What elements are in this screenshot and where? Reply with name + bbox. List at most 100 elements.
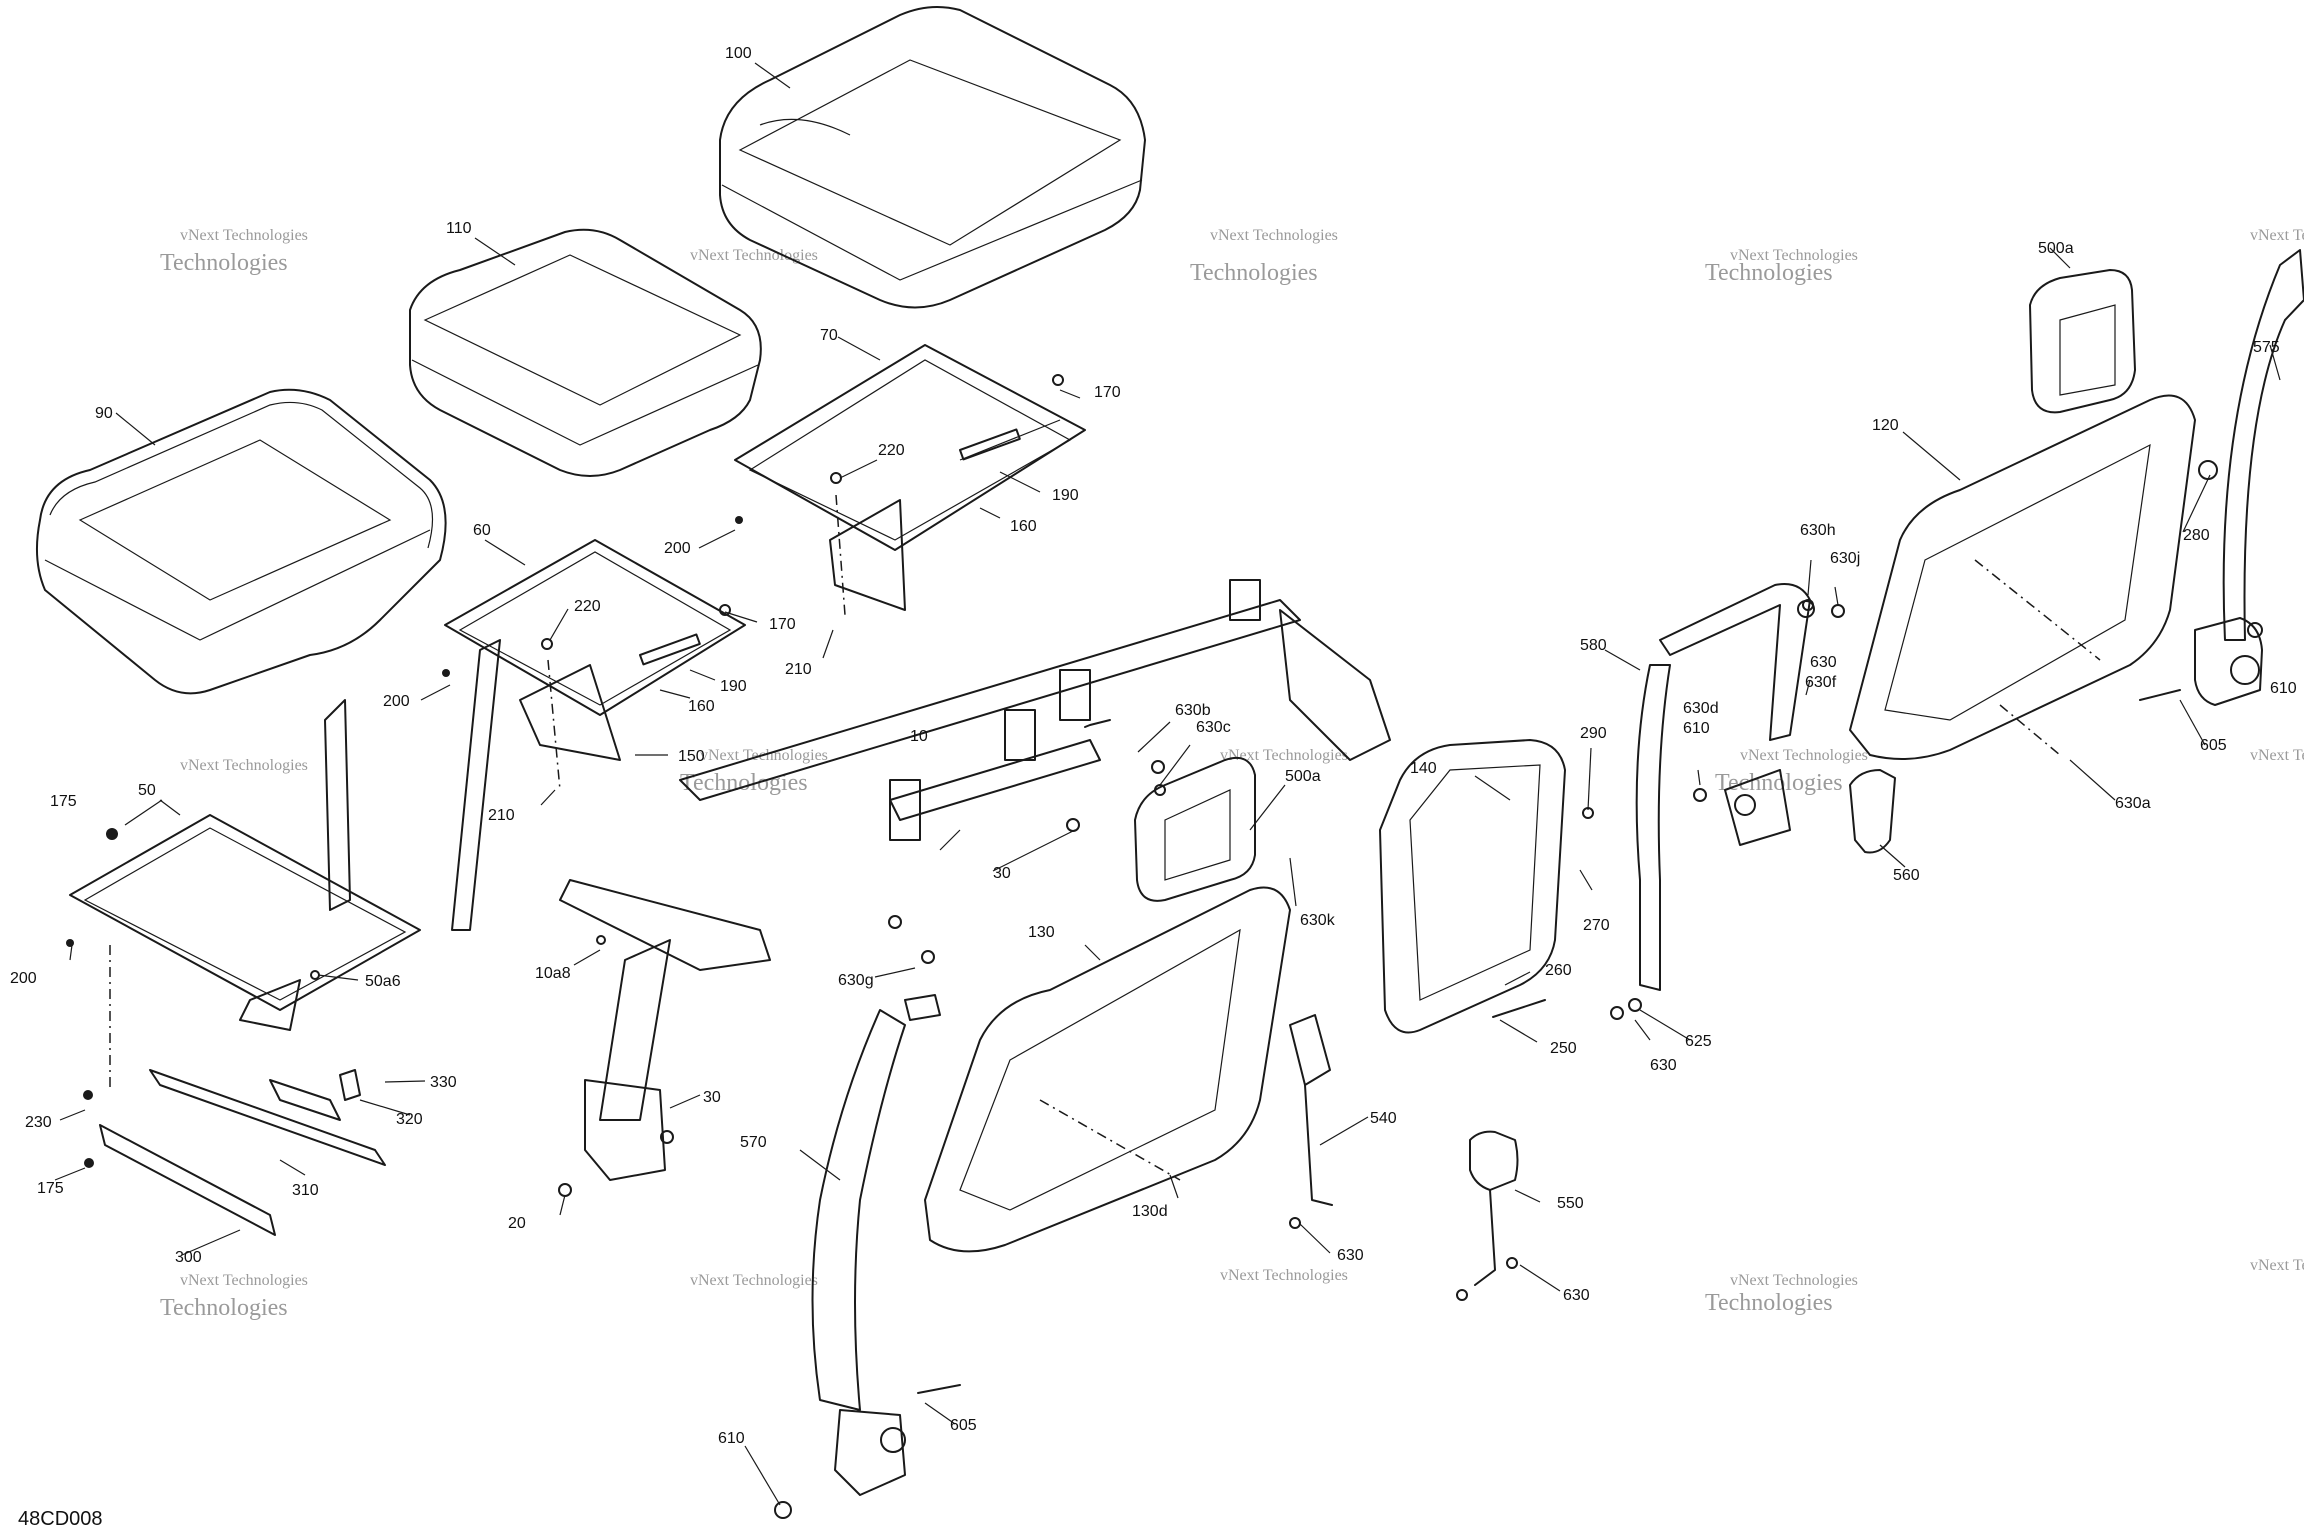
callout-labels: 100 110 90 70 170 220 190 160 200 210 60…: [10, 45, 2297, 1447]
callout-580: 580: [1580, 637, 1607, 654]
callout-175: 175: [50, 793, 77, 810]
watermark-text: Technologies: [1190, 260, 1318, 286]
callout-190: 190: [720, 678, 747, 695]
watermark-text: vNext Technologies: [180, 757, 308, 774]
callout-130d: 130d: [1132, 1203, 1168, 1220]
headrest-500a-left: [1134, 756, 1256, 902]
callout-610: 610: [718, 1430, 745, 1447]
callout-230: 230: [25, 1114, 52, 1131]
callout-630: 630: [1563, 1287, 1590, 1304]
seatbelt-580: [1635, 583, 1811, 991]
callout-605: 605: [2200, 737, 2227, 754]
callout-200: 200: [383, 693, 410, 710]
callout-625: 625: [1685, 1033, 1712, 1050]
callout-570: 570: [740, 1134, 767, 1151]
leader-lines: [54, 62, 2281, 1506]
watermark-text: Technologies: [160, 250, 288, 276]
callout-200: 200: [664, 540, 691, 557]
callout-300: 300: [175, 1249, 202, 1266]
watermark-text: vNext Technologies: [180, 227, 308, 244]
callout-175: 175: [37, 1180, 64, 1197]
callout-90: 90: [95, 405, 113, 422]
watermark-text: vNext Technologies: [1730, 247, 1858, 264]
buckle-550: [1469, 1130, 1519, 1286]
callout-320: 320: [396, 1111, 423, 1128]
callout-270: 270: [1583, 917, 1610, 934]
callout-190: 190: [1052, 487, 1079, 504]
seat-cushion-100: [719, 5, 1146, 309]
callout-630g: 630g: [838, 972, 874, 989]
backrest-cover-130: [924, 886, 1291, 1253]
seat-frame-50: [69, 639, 501, 1031]
callout-210: 210: [785, 661, 812, 678]
seat-cushion-110: [409, 228, 762, 477]
drawing-code-label: 48CD008: [18, 1508, 103, 1530]
watermark-text: vNext Technologies: [2250, 1257, 2304, 1274]
callout-630h: 630h: [1800, 522, 1836, 539]
callout-630: 630: [1810, 654, 1837, 671]
callout-220: 220: [878, 442, 905, 459]
seatbelt-570: [811, 994, 941, 1496]
callout-610: 610: [2270, 680, 2297, 697]
callout-250: 250: [1550, 1040, 1577, 1057]
callout-160: 160: [688, 698, 715, 715]
callout-290: 290: [1580, 725, 1607, 742]
callout-10a8: 10a8: [535, 965, 571, 982]
callout-140: 140: [1410, 760, 1437, 777]
callout-630b: 630b: [1175, 702, 1211, 719]
callout-170: 170: [769, 616, 796, 633]
watermark-text: vNext Technologies: [1210, 227, 1338, 244]
callout-550: 550: [1557, 1195, 1584, 1212]
watermark-group: vNext Technologies Technologies vNext Te…: [160, 227, 2304, 1321]
callout-200: 200: [10, 970, 37, 987]
callout-500a: 500a: [2038, 240, 2074, 257]
retractor-560: [1849, 769, 1896, 854]
callout-10: 10: [910, 728, 928, 745]
callout-610: 610: [1683, 720, 1710, 737]
seatback-140: [1379, 739, 1566, 1034]
callout-150: 150: [678, 748, 705, 765]
callout-630: 630: [1650, 1057, 1677, 1074]
main-frame-10: [559, 579, 1391, 1181]
assembly-axis: [1039, 1099, 1181, 1181]
watermark-text: vNext Technologies: [2250, 227, 2304, 244]
callout-330: 330: [430, 1074, 457, 1091]
headrest-500a-right: [2029, 269, 2136, 414]
callout-500a: 500a: [1285, 768, 1321, 785]
callout-560: 560: [1893, 867, 1920, 884]
watermark-text: vNext Technologies: [180, 1272, 308, 1289]
callout-575: 575: [2253, 339, 2280, 356]
watermark-text: Technologies: [160, 1295, 288, 1321]
callout-630d: 630d: [1683, 700, 1719, 717]
callout-160: 160: [1010, 518, 1037, 535]
callout-630j: 630j: [1830, 550, 1860, 567]
callout-280: 280: [2183, 527, 2210, 544]
watermark-text: Technologies: [1705, 1290, 1833, 1316]
callout-210: 210: [488, 807, 515, 824]
callout-50: 50: [138, 782, 156, 799]
seat-cushion-90: [36, 388, 447, 695]
seat-frame-60: [444, 539, 746, 761]
callout-30: 30: [993, 865, 1011, 882]
callout-630c: 630c: [1196, 719, 1231, 736]
callout-120: 120: [1872, 417, 1899, 434]
watermark-text: Technologies: [1715, 770, 1843, 796]
callout-220: 220: [574, 598, 601, 615]
watermark-text: vNext Technologies: [2250, 747, 2304, 764]
seatbelt-575: [2194, 249, 2304, 706]
watermark-text: vNext Technologies: [690, 247, 818, 264]
watermark-text: vNext Technologies: [1730, 1272, 1858, 1289]
watermark-text: vNext Technologies: [1220, 1267, 1348, 1284]
slide-rail-310: [149, 1069, 386, 1166]
backrest-cover-120: [1849, 394, 2196, 760]
assembly-axis: [835, 494, 846, 616]
callout-100: 100: [725, 45, 752, 62]
watermark-text: vNext Technologies: [1740, 747, 1868, 764]
slide-rail-300: [99, 1124, 276, 1236]
callout-50a6: 50a6: [365, 973, 401, 990]
callout-605: 605: [950, 1417, 977, 1434]
callout-170: 170: [1094, 384, 1121, 401]
buckle-540: [1289, 1014, 1333, 1206]
callout-540: 540: [1370, 1110, 1397, 1127]
